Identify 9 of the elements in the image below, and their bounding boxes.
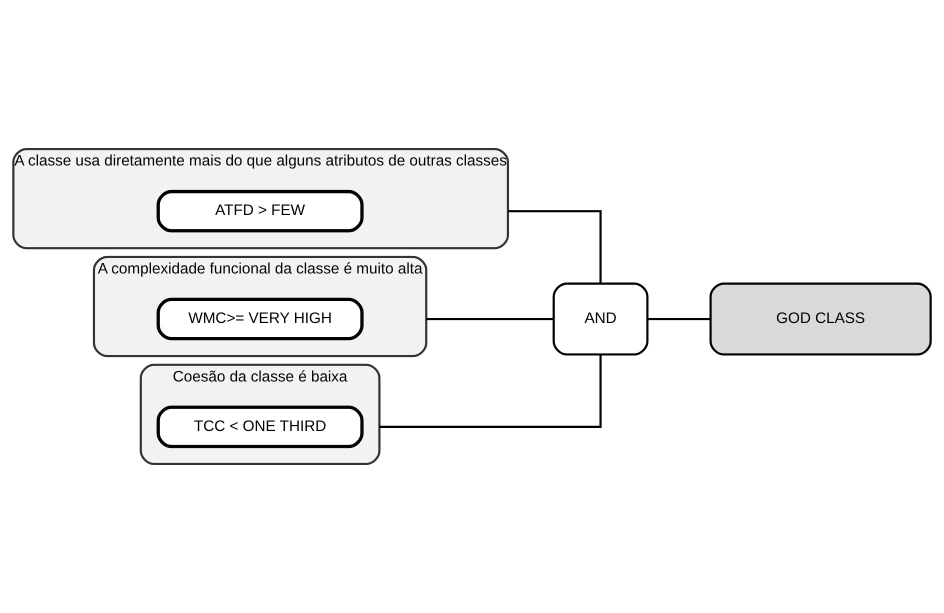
node-box: ATFD > FEW [156,190,364,232]
node-box: TCC < ONE THIRD [156,406,364,448]
node-box: AND [552,282,648,356]
connector [508,210,602,284]
node-box: GOD CLASS [710,282,932,356]
node-box: WMC>= VERY HIGH [156,298,364,340]
connector [379,354,602,428]
connector [648,318,710,320]
connector [426,318,554,320]
